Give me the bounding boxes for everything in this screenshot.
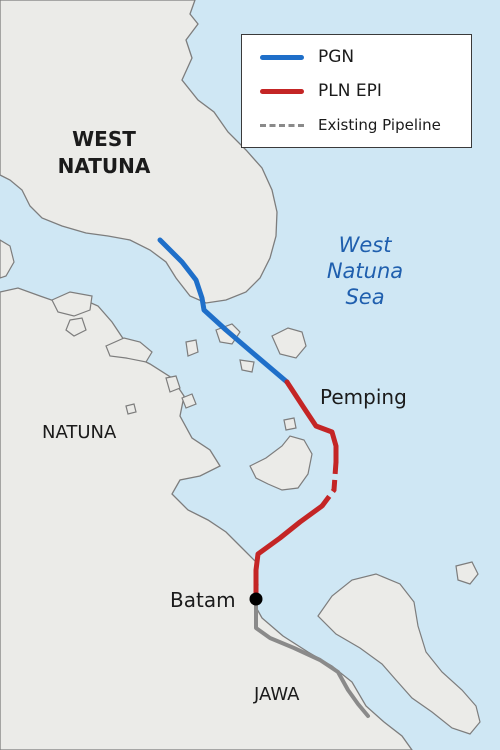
label-west-natuna-sea: West Natuna Sea <box>312 232 418 310</box>
legend-item-pgn: PGN <box>260 45 354 69</box>
batam-marker <box>249 592 263 606</box>
label-west-natuna-line1: WEST <box>72 127 136 151</box>
island-10 <box>181 393 197 409</box>
legend-swatch-existing-pipeline <box>260 123 304 127</box>
island-9 <box>165 375 181 393</box>
island-west-1 <box>0 239 15 279</box>
island-east-large <box>317 573 481 735</box>
existing-pipeline <box>254 596 370 718</box>
legend-swatch-pln-epi <box>260 88 304 94</box>
pln-epi-pipeline-dashed-segment <box>320 461 339 508</box>
legend-label-pgn: PGN <box>318 47 355 67</box>
label-west-natuna-line2: NATUNA <box>57 154 151 178</box>
legend-item-pln-epi: PLN EPI <box>260 79 382 103</box>
label-jawa: JAWA <box>254 684 300 705</box>
island-pemping-south <box>249 435 313 491</box>
island-11 <box>125 403 137 415</box>
map-legend: PGN PLN EPI Existing Pipeline <box>241 34 472 148</box>
island-12 <box>283 417 297 431</box>
island-7 <box>271 327 307 359</box>
label-sea-line1: West <box>338 233 392 257</box>
label-west-natuna: WEST NATUNA <box>52 126 156 180</box>
label-batam: Batam <box>170 588 236 612</box>
island-3 <box>65 317 87 337</box>
pln-epi-pipeline <box>284 379 339 465</box>
label-pemping: Pemping <box>320 385 407 409</box>
legend-label-pln-epi: PLN EPI <box>318 81 382 101</box>
island-4 <box>105 337 153 363</box>
legend-item-existing-pipeline: Existing Pipeline <box>260 113 441 137</box>
pgn-pipeline <box>157 237 290 385</box>
land-natuna <box>0 287 413 750</box>
pln-epi-pipeline-south <box>253 503 325 601</box>
legend-swatch-pgn <box>260 54 304 60</box>
label-sea-line2: Natuna <box>326 259 404 283</box>
island-east-small <box>455 561 479 585</box>
island-2 <box>51 291 93 317</box>
island-5 <box>185 339 199 357</box>
label-natuna: NATUNA <box>42 422 117 443</box>
label-sea-line3: Sea <box>345 285 385 309</box>
island-8 <box>239 359 255 373</box>
legend-label-existing-pipeline: Existing Pipeline <box>318 116 441 134</box>
land-west-natuna <box>0 0 278 304</box>
